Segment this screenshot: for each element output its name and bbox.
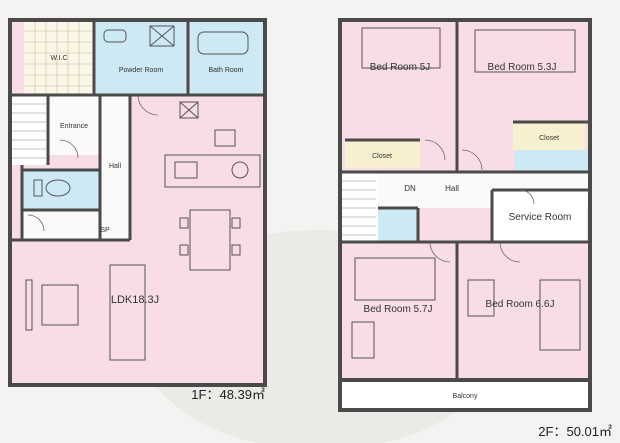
room-label-ldk: LDK18.3J (111, 294, 159, 306)
second-floor-area: 2F：50.01㎡ (538, 424, 612, 439)
first-floor-area: 1F：48.39㎡ (191, 387, 265, 402)
second-floor-plan (338, 18, 592, 412)
room-label-service-room: Service Room (509, 212, 572, 223)
room-label-powder-room: Powder Room (119, 67, 164, 74)
room-label-balcony: Balcony (453, 393, 478, 400)
room-label-sp: SP (100, 227, 110, 234)
room-label-bed-53j: Bed Room 5.3J (488, 62, 557, 73)
room-label-closet-right: Closet (539, 135, 559, 142)
room-label-hall-1f: Hall (109, 163, 122, 170)
room-label-closet-left: Closet (372, 153, 392, 160)
room-label-wic: W.I.C (50, 55, 67, 62)
first-floor-plan (8, 18, 267, 387)
room-label-dn: DN (404, 184, 416, 193)
room-label-entrance: Entrance (60, 123, 88, 130)
room-label-bed-5j: Bed Room 5J (370, 62, 431, 73)
room-label-bath-room: Bath Room (208, 67, 243, 74)
room-label-bed-57j: Bed Room 5.7J (364, 304, 433, 315)
room-label-bed-66j: Bed Room 6.6J (486, 299, 555, 310)
room-label-hall-2f: Hall (445, 184, 459, 193)
